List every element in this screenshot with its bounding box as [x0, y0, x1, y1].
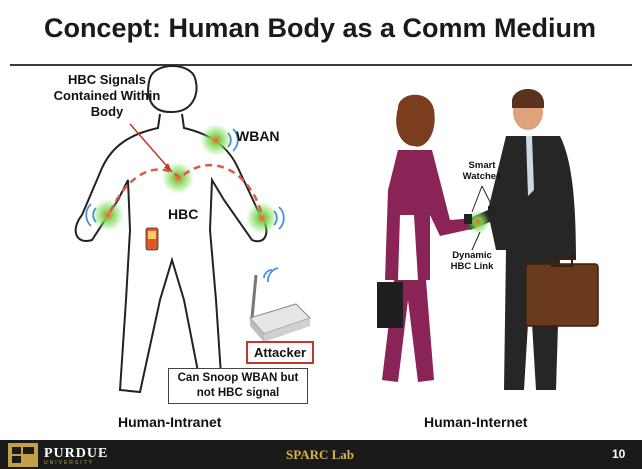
university-subtitle: UNIVERSITY — [44, 460, 95, 466]
pointer-arrow — [129, 123, 173, 173]
purdue-logo-icon — [8, 443, 38, 467]
smart-watch-left — [464, 214, 472, 224]
woman-figure — [377, 94, 476, 382]
hbc-dashed-link — [108, 163, 264, 216]
smart-watch-right — [488, 206, 496, 216]
phone-device — [145, 227, 159, 251]
slide-footer — [0, 440, 642, 469]
caption-human-internet: Human-Internet — [424, 414, 528, 430]
slide-title: Concept: Human Body as a Comm Medium — [43, 13, 597, 43]
caption-human-intranet: Human-Intranet — [118, 414, 222, 430]
body-sensor-glows — [92, 124, 278, 234]
attacker-router-device — [249, 274, 311, 342]
snoop-note: Can Snoop WBAN but not HBC signal — [168, 368, 308, 404]
attacker-label: Attacker — [246, 341, 315, 364]
page-number: 10 — [612, 447, 626, 461]
wban-label: WBAN — [236, 128, 280, 144]
dynamic-hbc-link-label: Dynamic HBC Link — [450, 250, 494, 272]
smart-watches-label: Smart Watches — [462, 160, 502, 182]
hbc-signals-label: HBC Signals Contained Within Body — [53, 72, 161, 119]
wireless-wave-marks — [85, 128, 285, 283]
human-body-outline — [74, 65, 268, 394]
man-figure — [466, 89, 599, 390]
hbc-label: HBC — [168, 206, 199, 222]
university-name: PURDUE — [44, 446, 109, 461]
title-divider — [10, 64, 632, 66]
lab-name: SPARC Lab — [285, 447, 355, 462]
